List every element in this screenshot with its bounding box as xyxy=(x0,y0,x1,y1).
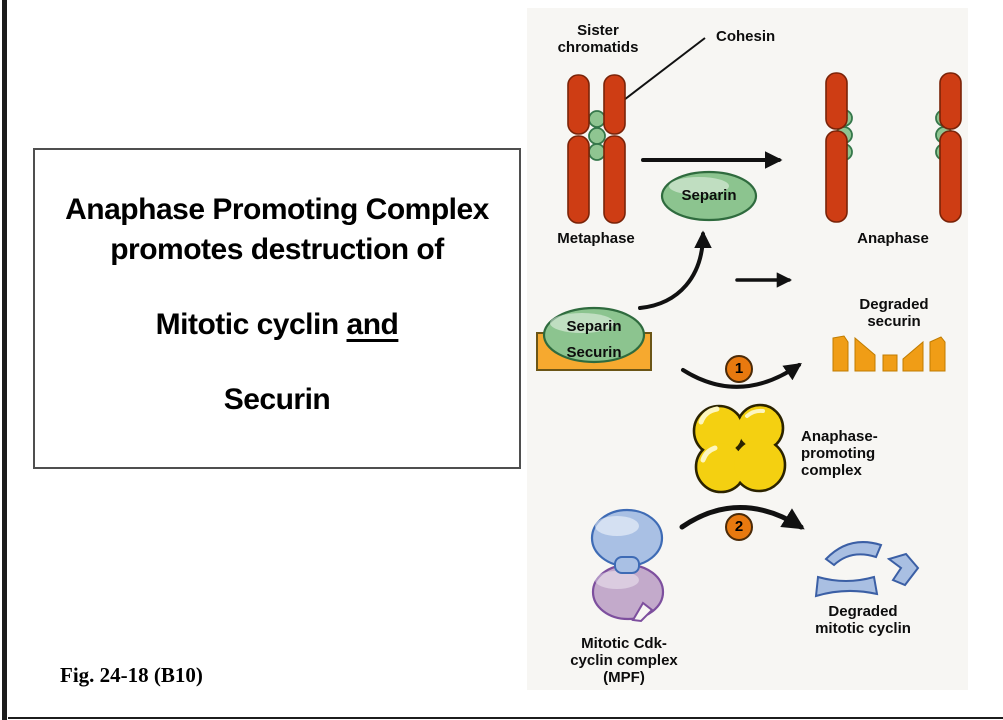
title-line-mitotic: Mitotic cyclin and xyxy=(35,305,519,345)
anaphase-chromatids xyxy=(825,72,962,223)
step-2-badge xyxy=(725,513,753,541)
securin-title-text: Securin xyxy=(223,383,331,416)
degraded-cyclin-line2: mitotic cyclin xyxy=(815,620,911,637)
degraded-securin-line1: Degraded xyxy=(859,296,929,313)
separin-free-oval xyxy=(660,170,758,222)
mpf-label: Mitotic Cdk- cyclin complex (MPF) xyxy=(570,635,678,686)
title-line-1: Anaphase Promoting Complex promotes dest… xyxy=(35,190,519,270)
mpf-line1: Mitotic Cdk- xyxy=(581,635,667,652)
slide-bottom-rule xyxy=(8,717,1003,719)
separin-free-label: Separin xyxy=(681,187,737,204)
securin-label: Securin xyxy=(566,344,622,361)
separin-release-arrow xyxy=(638,230,712,310)
metaphase-chromatids xyxy=(567,74,626,224)
sister-chromatids-label: Sister chromatids xyxy=(558,22,639,56)
step-2-number: 2 xyxy=(734,518,744,535)
cyclin-notch xyxy=(631,601,654,623)
metaphase-label: Metaphase xyxy=(557,230,635,247)
separin-bound-label: Separin xyxy=(566,318,622,335)
mpf-line3: (MPF) xyxy=(603,669,645,686)
slide-left-edge-bar xyxy=(2,0,7,720)
figure-caption: Fig. 24-18 (B10) xyxy=(60,663,203,687)
title-box: Anaphase Promoting Complex promotes dest… xyxy=(33,148,521,469)
title-line-1-text: Anaphase Promoting Complex xyxy=(65,193,489,226)
cyclin-degradation-arrow xyxy=(679,505,805,530)
degraded-cyclin-fragments xyxy=(814,541,920,598)
apc-diagram-art xyxy=(536,37,962,623)
title-line-securin: Securin xyxy=(35,380,519,420)
step-1-badge xyxy=(725,355,753,383)
separin-bound-oval xyxy=(542,306,646,364)
apc-diagram-panel: Sister chromatids Cohesin Metaphase Anap… xyxy=(527,8,968,690)
anaphase-label: Anaphase xyxy=(857,230,929,247)
degraded-cyclin-label: Degraded mitotic cyclin xyxy=(815,603,911,637)
sister-chromatids-line2: chromatids xyxy=(557,39,639,56)
degraded-securin-line2: securin xyxy=(867,313,921,330)
degraded-securin-fragments xyxy=(832,335,946,372)
degraded-cyclin-line1: Degraded xyxy=(828,603,898,620)
degraded-securin-label: Degraded securin xyxy=(859,296,928,330)
apc-line2: promoting xyxy=(801,445,876,462)
apc-label: Anaphase- promoting complex xyxy=(801,428,878,479)
cdk-neck-tab xyxy=(614,556,640,574)
and-underlined-text: and xyxy=(346,308,399,341)
cohesin-rings-metaphase xyxy=(588,110,606,161)
step-1-number: 1 xyxy=(734,360,744,377)
cohesin-remnants-anaphase xyxy=(835,109,953,161)
mpf-line2: cyclin complex xyxy=(570,652,678,669)
apc-blob xyxy=(692,403,787,494)
sister-chromatids-line1: Sister xyxy=(577,22,619,39)
apc-line3: complex xyxy=(801,462,862,479)
cohesin-label: Cohesin xyxy=(716,28,776,45)
securin-degradation-arrow xyxy=(681,362,802,389)
title-line-2-text: promotes destruction of xyxy=(110,233,444,266)
mpf-complex xyxy=(590,508,665,623)
mitotic-cyclin-text: Mitotic cyclin xyxy=(155,308,347,341)
apc-line1: Anaphase- xyxy=(801,428,878,445)
